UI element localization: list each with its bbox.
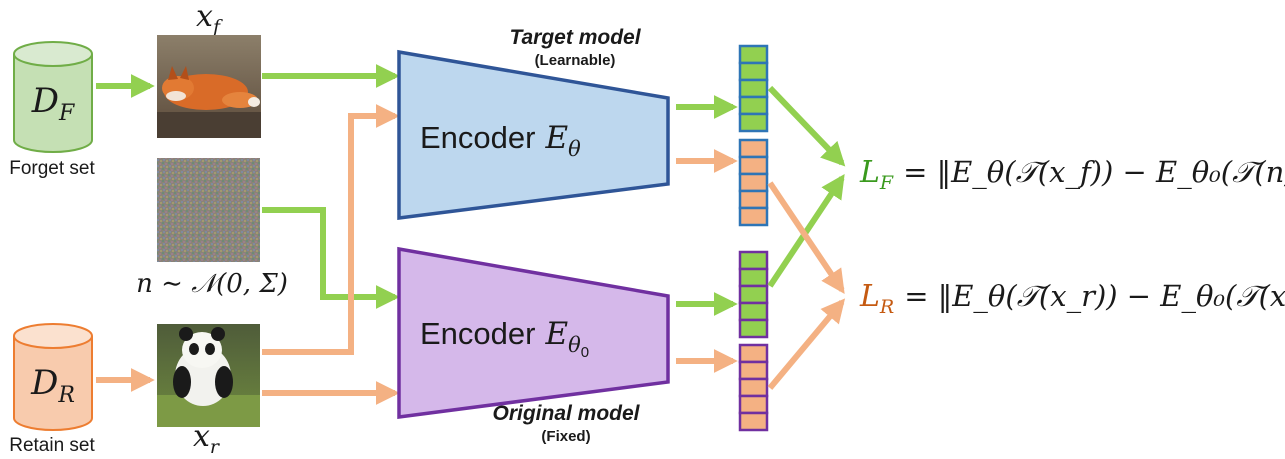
noise-label: n ∼ 𝒩(0, Σ) (136, 269, 288, 299)
forget-set-caption: Forget set (9, 158, 95, 179)
original-encoder-block (397, 246, 670, 419)
retain-database: DR (13, 323, 93, 431)
input-arrows (96, 64, 400, 405)
feature-target-retain (738, 138, 769, 227)
target-model-title: Target model (509, 26, 641, 49)
fox-image (157, 35, 261, 138)
retain-db-label: DR (30, 363, 75, 408)
forget-db-label: DF (31, 81, 75, 126)
retain-set-caption: Retain set (9, 435, 95, 456)
feature-original-retain (738, 343, 769, 432)
feature-original-forget (738, 250, 769, 339)
loss-arrows (767, 85, 846, 390)
target-encoder-block (397, 49, 670, 220)
retain-loss-equation: LR= ‖E_θ(𝒯(x_r)) − E_θ₀(𝒯(x_r))‖ (859, 279, 1285, 318)
original-model-subtitle: (Fixed) (541, 428, 590, 445)
original-model-title: Original model (492, 402, 640, 425)
forget-database: DF (13, 41, 93, 153)
feature-target-forget (738, 44, 769, 133)
forget-image-label: xf (196, 0, 223, 38)
noise-image (157, 158, 260, 262)
retain-image-label: xr (193, 419, 221, 458)
target-model-subtitle: (Learnable) (535, 52, 616, 69)
encoder-output-arrows (676, 95, 738, 373)
forget-loss-equation: LF= ‖E_θ(𝒯(x_f)) − E_θ₀(𝒯(n))‖ (859, 155, 1285, 194)
panda-image (157, 324, 260, 427)
